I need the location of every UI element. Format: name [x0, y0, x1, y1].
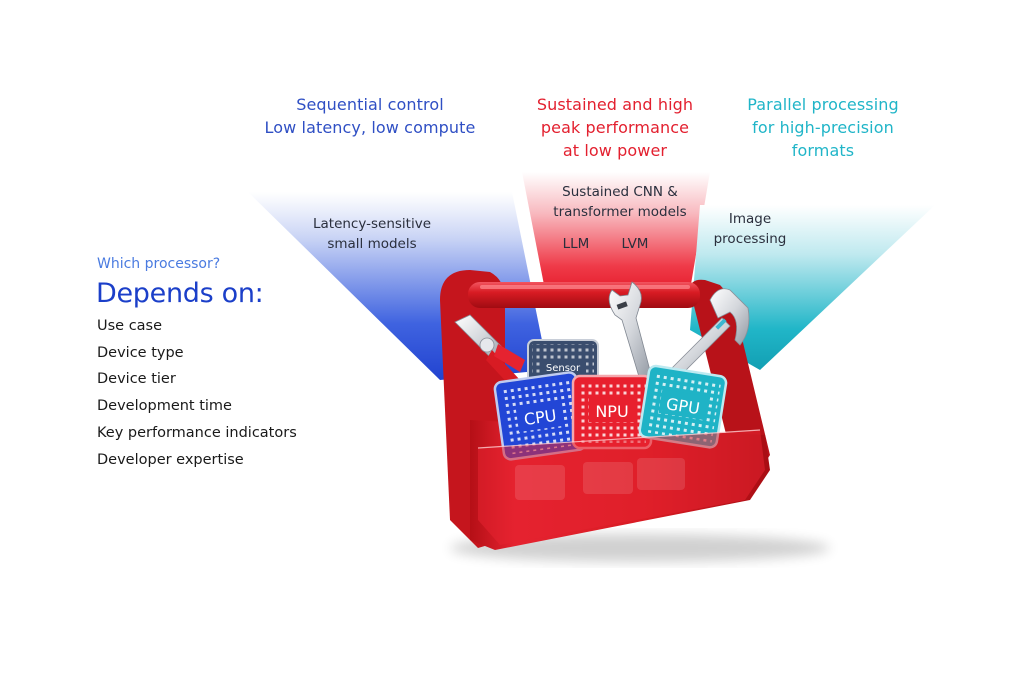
- gpu-heading-line: for high-precision: [752, 118, 894, 137]
- cpu-chip-label: CPU: [523, 406, 558, 429]
- gpu-beam: [690, 205, 935, 370]
- cpu-chip: CPU: [493, 371, 587, 461]
- question-text: Which processor?: [97, 256, 221, 272]
- gpu-heading: Parallel processing for high-precision f…: [718, 93, 928, 162]
- hammer-icon: [667, 288, 750, 381]
- cpu-beam-label-line: Latency-sensitive: [312, 216, 431, 232]
- gpu-chip: GPU: [638, 364, 728, 449]
- npu-beam-label: Sustained CNN & transformer models: [520, 182, 720, 222]
- cpu-heading: Sequential control Low latency, low comp…: [240, 93, 500, 139]
- toolbox-right-end: [690, 279, 770, 470]
- factor-item: Developer expertise: [97, 451, 244, 468]
- toolbox-front-panel: [478, 430, 765, 545]
- npu-beam-label-line: Sustained CNN &: [562, 184, 678, 200]
- factor-item: Key performance indicators: [97, 424, 297, 441]
- cpu-heading-line: Sequential control: [296, 95, 444, 114]
- cpu-heading-line: Low latency, low compute: [264, 118, 476, 137]
- npu-heading-line: peak performance: [540, 118, 690, 137]
- factor-item: Device type: [97, 344, 184, 361]
- sensor-chip-label: Sensor: [546, 363, 581, 374]
- npu-heading: Sustained and high peak performance at l…: [510, 93, 720, 162]
- lvm-label: LVM: [621, 236, 649, 252]
- pliers-icon: [454, 314, 525, 388]
- gpu-beam-label-line: Image: [728, 211, 772, 227]
- gpu-beam-label-line: processing: [713, 231, 787, 247]
- npu-chip: NPU: [571, 374, 653, 450]
- factor-item: Device tier: [97, 371, 176, 388]
- wrench-icon: [608, 281, 653, 381]
- npu-beam: [522, 172, 710, 290]
- npu-heading-line: at low power: [562, 141, 668, 160]
- depends-on-title: Depends on:: [96, 278, 264, 309]
- cpu-beam-label-line: small models: [327, 236, 417, 252]
- npu-chip-label: NPU: [595, 402, 628, 421]
- npu-heading-line: Sustained and high: [536, 95, 694, 114]
- npu-beam-label-line: transformer models: [553, 204, 687, 220]
- factor-item: Development time: [97, 398, 232, 415]
- gpu-heading-line: formats: [791, 141, 855, 160]
- factor-item: Use case: [97, 318, 163, 334]
- factors-list: Use case Device type Device tier Develop…: [97, 313, 297, 473]
- gpu-beam-label: Image processing: [700, 209, 800, 249]
- cpu-beam-label: Latency-sensitive small models: [282, 214, 462, 254]
- gpu-heading-line: Parallel processing: [747, 95, 899, 114]
- llm-label: LLM: [562, 236, 590, 252]
